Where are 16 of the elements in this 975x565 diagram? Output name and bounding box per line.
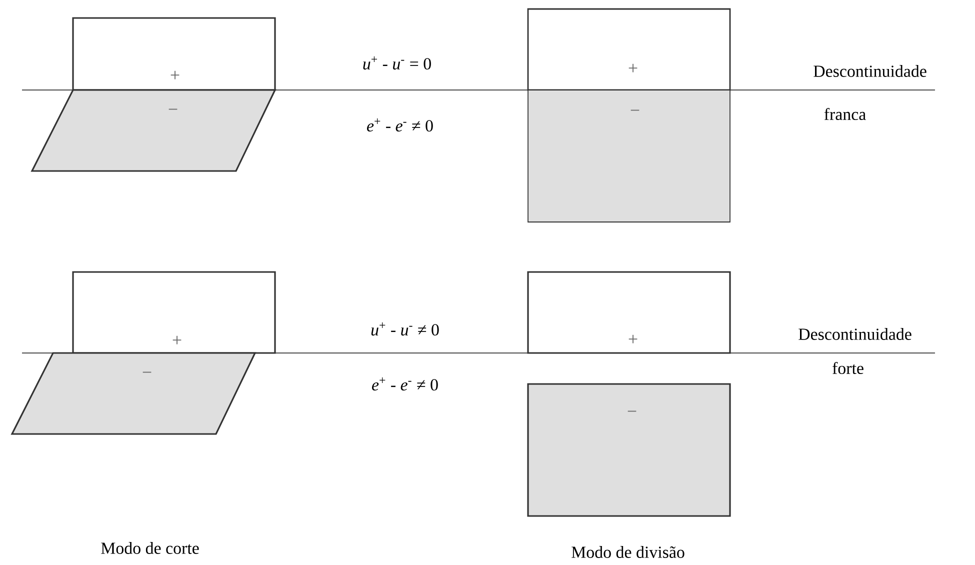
- text-label: Modo de divisão: [572, 546, 684, 558]
- text-label: forte: [832, 362, 864, 374]
- block: +: [72, 17, 276, 91]
- shaded-block: −: [528, 90, 730, 222]
- formula-label: e$^{+}$ - e$^{-}$ ≠ 0: [367, 118, 433, 132]
- text-label: franca: [824, 108, 866, 120]
- text-label: Descontinuidade: [798, 328, 912, 340]
- formula-label: u$^{+}$ - u$^{-}$ = 0: [363, 56, 431, 70]
- shaded-block: −: [527, 383, 731, 517]
- block: +: [527, 8, 731, 91]
- text-label: Descontinuidade: [814, 65, 926, 77]
- text-label: Modo de corte: [101, 542, 199, 554]
- formula-label: e$^{+}$ - e$^{-}$ ≠ 0: [372, 377, 438, 391]
- formula-label: u$^{+}$ - u$^{-}$ ≠ 0: [371, 322, 439, 336]
- block: +: [72, 271, 276, 354]
- block: +: [527, 271, 731, 354]
